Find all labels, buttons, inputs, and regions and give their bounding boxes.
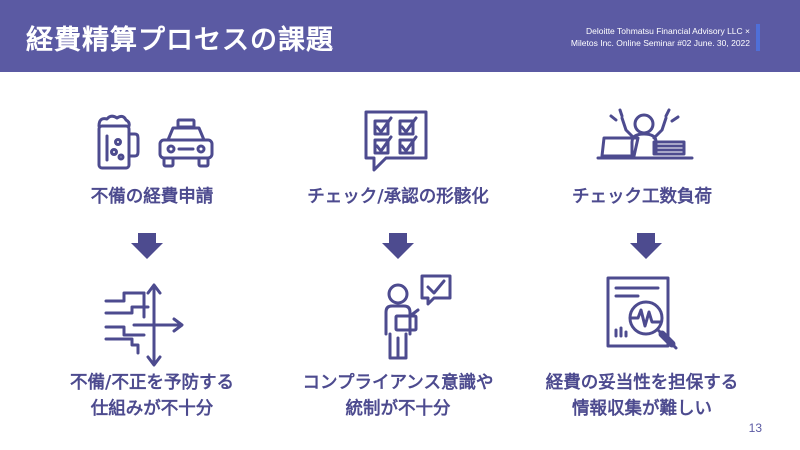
cause-label-prevention-line1: 不備/不正を予防する	[70, 373, 234, 393]
header-subtitle-line2: Miletos Inc. Online Seminar #02 June. 30…	[570, 38, 750, 48]
slide-header: 経費精算プロセスの課題 Deloitte Tohmatsu Financial …	[0, 0, 800, 72]
document-magnifier-icon	[602, 274, 694, 362]
cause-label-compliance-line1: コンプライアンス意識や	[302, 373, 494, 393]
cause-label-validation-line1: 経費の妥当性を担保する	[545, 373, 739, 393]
cause-label-prevention-line2: 仕組みが不十分	[90, 399, 214, 419]
cause-label-prevention: 不備/不正を予防する 仕組みが不十分	[22, 370, 282, 422]
issue-label-check-workload: チェック工数負荷	[572, 187, 712, 207]
down-arrow-icon	[382, 233, 414, 263]
issue-label-approval-formality: チェック/承認の形骸化	[307, 187, 489, 207]
cause-label-validation: 経費の妥当性を担保する 情報収集が難しい	[512, 370, 772, 422]
person-checkmark-icon	[376, 272, 456, 362]
cause-label-compliance: コンプライアンス意識や 統制が不十分	[268, 370, 528, 422]
cause-label-compliance-line2: 統制が不十分	[345, 399, 451, 419]
header-accent-bar	[756, 24, 760, 51]
page-number: 13	[748, 421, 762, 435]
issue-label-invalid-claims: 不備の経費申請	[90, 187, 214, 207]
stressed-worker-icon	[594, 108, 698, 170]
slide-title: 経費精算プロセスの課題	[26, 25, 334, 56]
crossing-arrows-icon	[104, 283, 186, 367]
beer-mug-icon	[96, 112, 140, 172]
down-arrow-icon	[131, 233, 163, 263]
header-subtitle-line1: Deloitte Tohmatsu Financial Advisory LLC…	[585, 26, 750, 36]
taxi-icon	[156, 118, 216, 170]
down-arrow-icon	[630, 233, 662, 263]
checklist-speech-icon	[360, 106, 432, 178]
cause-label-validation-line2: 情報収集が難しい	[572, 399, 712, 419]
